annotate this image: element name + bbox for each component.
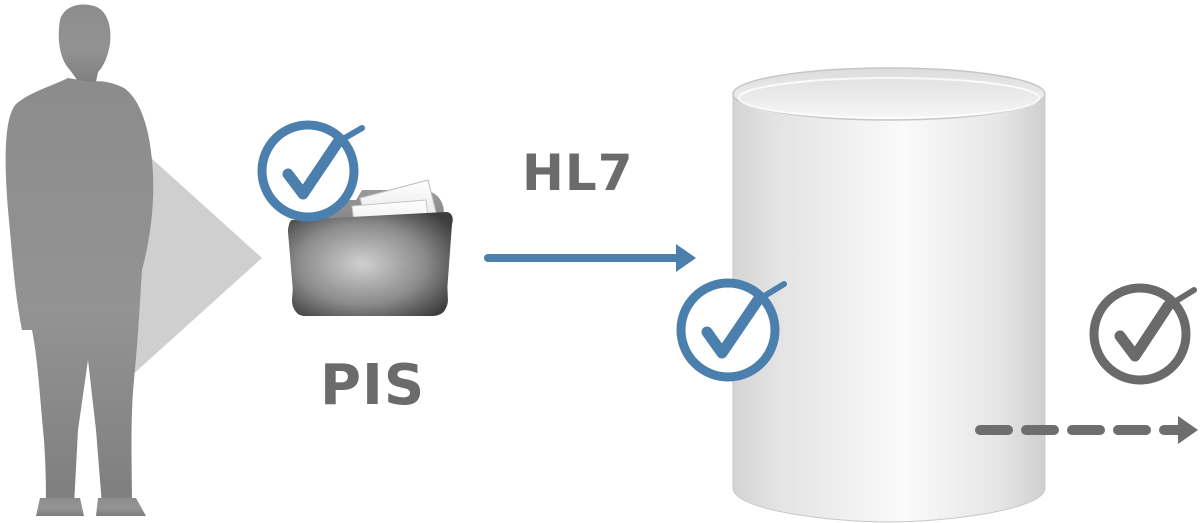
- arrow-right-icon: [484, 244, 696, 272]
- folder-icon: [288, 179, 453, 316]
- checkmark-circle-icon-output: [1089, 283, 1197, 385]
- checkmark-circle-icon-pis: [257, 120, 365, 222]
- person-silhouette-icon: [5, 4, 154, 516]
- checkmark-circle-icon-database: [676, 278, 787, 382]
- hl7-label: HL7: [522, 144, 634, 202]
- view-cone-shape: [120, 130, 262, 386]
- pis-label: PIS: [320, 353, 426, 418]
- database-cylinder-icon: [732, 67, 1046, 523]
- dashed-arrow-right-icon: [975, 416, 1198, 444]
